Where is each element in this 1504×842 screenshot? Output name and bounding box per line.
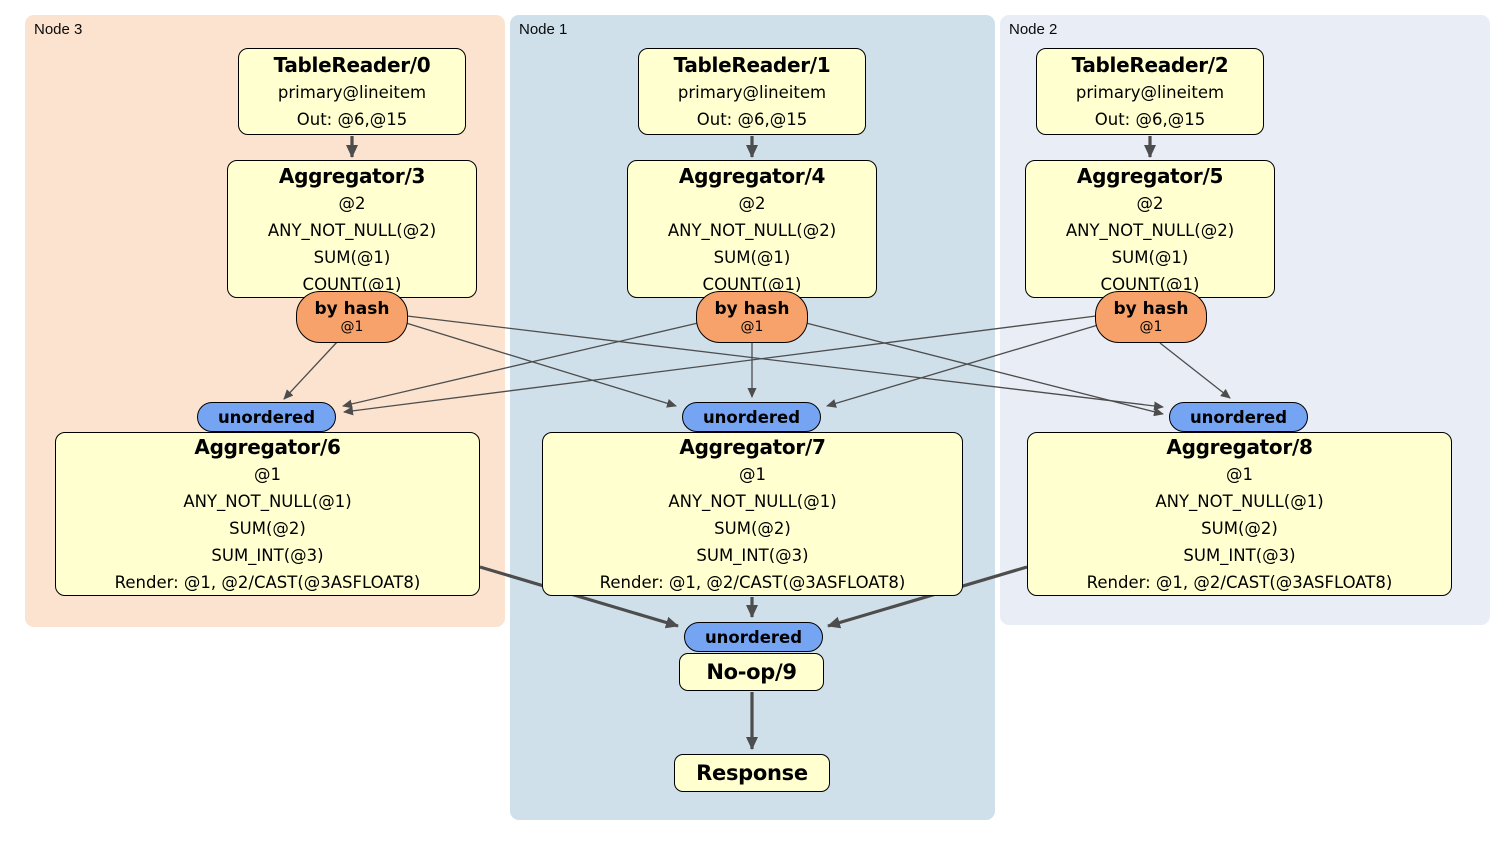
aggregator-8-box: Aggregator/8 @1 ANY_NOT_NULL(@1) SUM(@2)… (1027, 432, 1452, 596)
by-hash-router-0: by hash @1 (296, 291, 408, 343)
router-arg: @1 (740, 319, 764, 335)
box-line: SUM(@1) (713, 248, 791, 267)
box-title: Aggregator/6 (194, 435, 341, 459)
box-line: Out: @6,@15 (296, 110, 408, 129)
box-line: @2 (738, 194, 766, 213)
router-arg: @1 (340, 319, 364, 335)
box-line: @2 (338, 194, 366, 213)
box-line: @1 (254, 465, 281, 484)
box-line: @2 (1136, 194, 1164, 213)
box-line: COUNT(@1) (302, 275, 402, 294)
aggregator-7-box: Aggregator/7 @1 ANY_NOT_NULL(@1) SUM(@2)… (542, 432, 963, 596)
box-line: ANY_NOT_NULL(@1) (183, 492, 352, 511)
box-line: COUNT(@1) (1100, 275, 1200, 294)
box-title: Aggregator/5 (1076, 164, 1224, 188)
aggregator-6-box: Aggregator/6 @1 ANY_NOT_NULL(@1) SUM(@2)… (55, 432, 480, 596)
final-unordered-stream: unordered (684, 622, 823, 652)
box-title: Aggregator/7 (679, 435, 826, 459)
box-line: SUM_INT(@3) (211, 546, 324, 565)
box-line: ANY_NOT_NULL(@1) (1155, 492, 1324, 511)
unordered-stream-0: unordered (197, 402, 336, 432)
box-line: COUNT(@1) (702, 275, 802, 294)
box-line: SUM_INT(@3) (1183, 546, 1296, 565)
aggregator-3-box: Aggregator/3 @2 ANY_NOT_NULL(@2) SUM(@1)… (227, 160, 477, 298)
router-title: by hash (1113, 299, 1189, 319)
box-line: Render: @1, @2/CAST(@3ASFLOAT8) (114, 573, 421, 592)
box-line: SUM(@1) (313, 248, 391, 267)
node-2-label: Node 2 (1009, 21, 1058, 38)
noop-box: No-op/9 (679, 653, 824, 691)
response-box: Response (674, 754, 830, 792)
aggregator-5-box: Aggregator/5 @2 ANY_NOT_NULL(@2) SUM(@1)… (1025, 160, 1275, 298)
box-line: ANY_NOT_NULL(@2) (1065, 221, 1235, 240)
box-title: Aggregator/3 (278, 164, 426, 188)
router-arg: @1 (1139, 319, 1163, 335)
box-title: Aggregator/4 (678, 164, 826, 188)
table-reader-2-box: TableReader/2 primary@lineitem Out: @6,@… (1036, 48, 1264, 135)
aggregator-4-box: Aggregator/4 @2 ANY_NOT_NULL(@2) SUM(@1)… (627, 160, 877, 298)
unordered-stream-2: unordered (1169, 402, 1308, 432)
by-hash-router-1: by hash @1 (696, 291, 808, 343)
box-title: TableReader/1 (673, 53, 831, 77)
router-title: by hash (714, 299, 790, 319)
node-1-label: Node 1 (519, 21, 568, 38)
box-line: SUM(@2) (714, 519, 791, 538)
box-line: Out: @6,@15 (696, 110, 808, 129)
box-line: ANY_NOT_NULL(@2) (267, 221, 437, 240)
box-line: @1 (739, 465, 766, 484)
box-line: ANY_NOT_NULL(@1) (668, 492, 837, 511)
table-reader-0-box: TableReader/0 primary@lineitem Out: @6,@… (238, 48, 466, 135)
box-title: TableReader/0 (273, 53, 431, 77)
by-hash-router-2: by hash @1 (1095, 291, 1207, 343)
box-line: SUM(@1) (1111, 248, 1189, 267)
box-line: Render: @1, @2/CAST(@3ASFLOAT8) (599, 573, 906, 592)
router-title: by hash (314, 299, 390, 319)
box-title: Aggregator/8 (1166, 435, 1313, 459)
box-line: SUM(@2) (229, 519, 306, 538)
box-line: Out: @6,@15 (1094, 110, 1206, 129)
box-line: Render: @1, @2/CAST(@3ASFLOAT8) (1086, 573, 1393, 592)
table-reader-1-box: TableReader/1 primary@lineitem Out: @6,@… (638, 48, 866, 135)
box-line: SUM(@2) (1201, 519, 1278, 538)
box-line: primary@lineitem (677, 83, 827, 102)
box-line: primary@lineitem (277, 83, 427, 102)
unordered-stream-1: unordered (682, 402, 821, 432)
box-line: @1 (1226, 465, 1253, 484)
box-title: TableReader/2 (1071, 53, 1229, 77)
box-line: SUM_INT(@3) (696, 546, 809, 565)
node-3-label: Node 3 (34, 21, 83, 38)
box-line: primary@lineitem (1075, 83, 1225, 102)
box-line: ANY_NOT_NULL(@2) (667, 221, 837, 240)
